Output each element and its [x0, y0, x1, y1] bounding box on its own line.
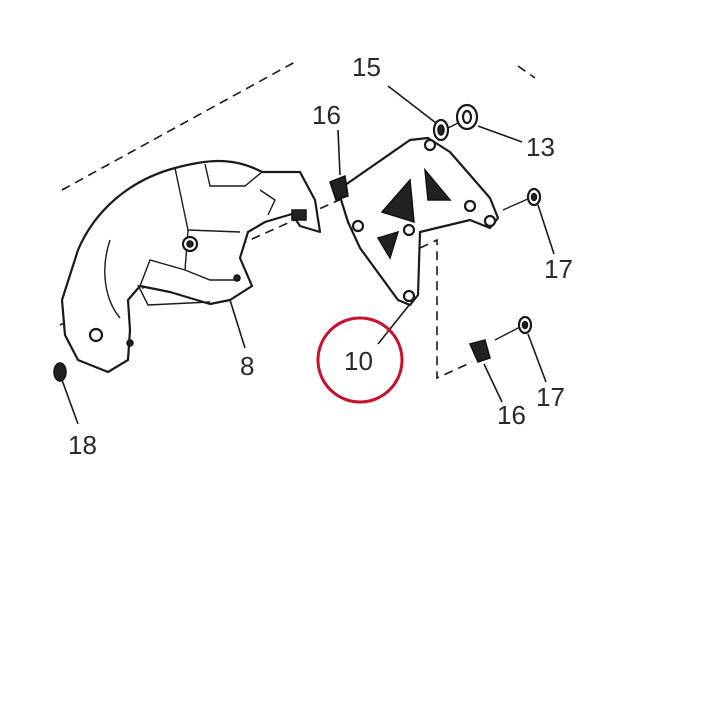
callout-16-upper: 16: [312, 100, 341, 130]
callout-8: 8: [240, 351, 254, 381]
part-13-washer[interactable]: [455, 103, 479, 131]
part-16-clip-nut-lower[interactable]: [468, 339, 491, 363]
highlight-circle: [316, 316, 404, 404]
callout-18: 18: [68, 430, 97, 460]
part-17-screw-lower[interactable]: [494, 315, 533, 341]
callout-15: 15: [352, 52, 381, 82]
part-18-bolt[interactable]: [53, 362, 67, 382]
leader-lines: [61, 85, 555, 425]
callout-13: 13: [526, 132, 555, 162]
part-17-screw-upper[interactable]: [502, 187, 542, 211]
callout-16-lower: 16: [497, 400, 526, 430]
callout-17-upper: 17: [544, 254, 573, 284]
part-16-clip-nut-upper[interactable]: [329, 174, 349, 201]
part-15-washer[interactable]: [432, 118, 461, 142]
part-8-heat-shield[interactable]: [60, 159, 322, 374]
callout-10: 10: [344, 346, 373, 376]
callout-17-lower: 17: [536, 382, 565, 412]
part-10-bracket[interactable]: [336, 136, 500, 307]
